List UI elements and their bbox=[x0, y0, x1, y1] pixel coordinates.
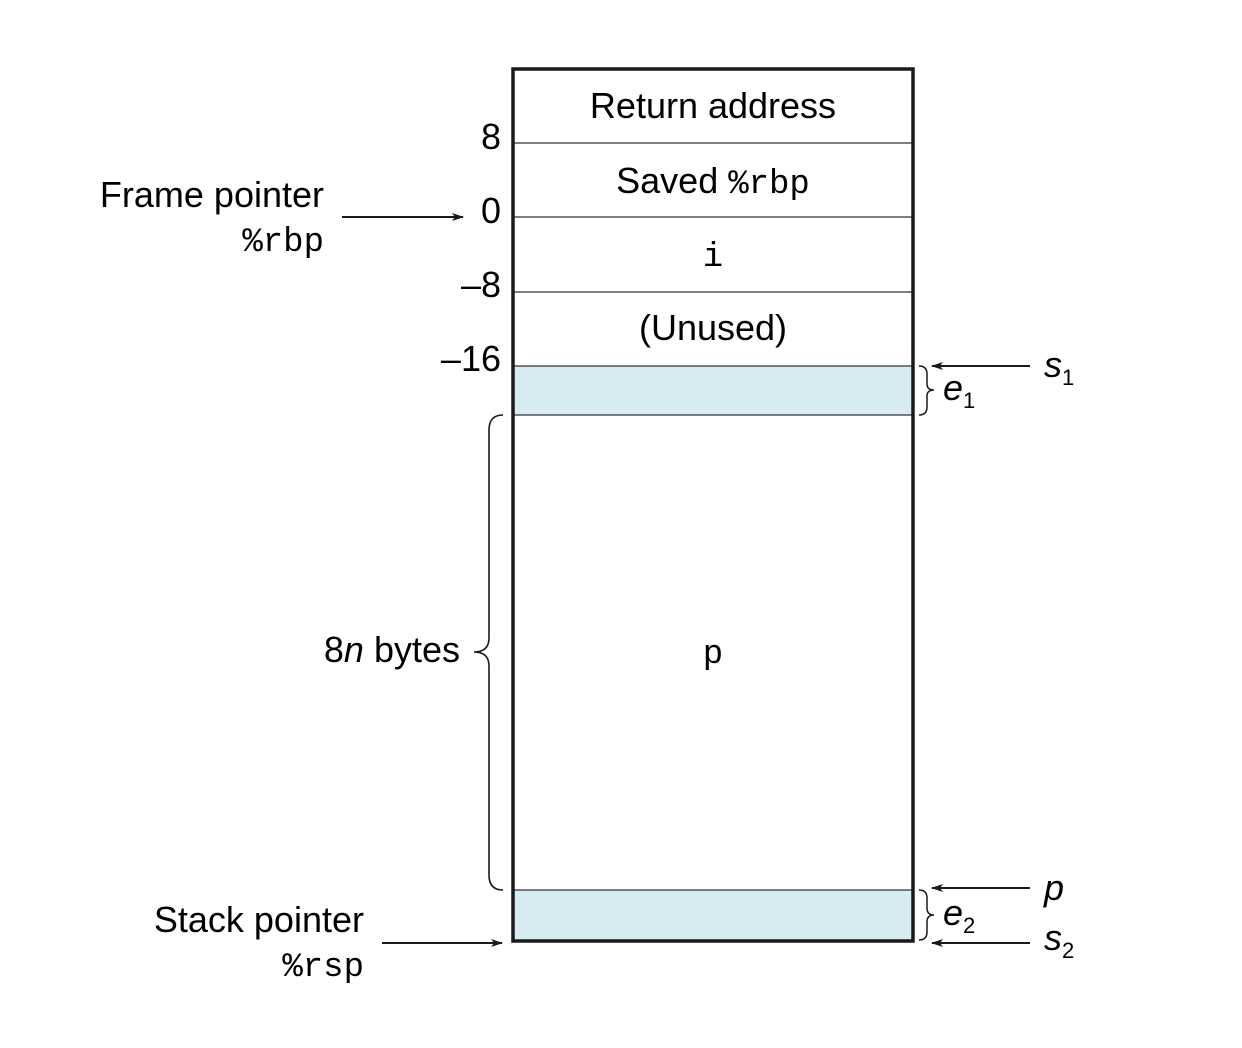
e2-label: e2 bbox=[943, 892, 975, 938]
frame-pointer-label: Frame pointer bbox=[100, 174, 324, 215]
padding-region-e2 bbox=[514, 890, 912, 940]
padding-region-e1 bbox=[514, 366, 912, 415]
offset-zero: 0 bbox=[481, 190, 501, 231]
stack-frame-box bbox=[511, 67, 915, 943]
cell-dividers bbox=[514, 142, 912, 891]
e1-label: e1 bbox=[943, 367, 975, 413]
cell-i: i bbox=[703, 239, 723, 277]
bytes-brace-label: 8n bytes bbox=[324, 629, 460, 670]
e2-brace bbox=[918, 889, 935, 941]
bytes-brace bbox=[473, 414, 504, 891]
e1-brace bbox=[918, 365, 935, 416]
offset-minus16: –16 bbox=[441, 338, 501, 379]
stack-pointer-register: %rsp bbox=[282, 949, 364, 987]
p-label: p bbox=[1043, 867, 1064, 908]
frame-pointer-register: %rbp bbox=[242, 224, 324, 262]
cell-saved-rbp: Saved %rbp bbox=[616, 160, 810, 204]
s2-label: s2 bbox=[1044, 917, 1074, 963]
cell-return-address: Return address bbox=[590, 85, 836, 126]
stack-pointer-label: Stack pointer bbox=[154, 899, 364, 940]
cell-p: p bbox=[703, 636, 723, 674]
offset-minus8: –8 bbox=[461, 264, 501, 305]
s1-label: s1 bbox=[1044, 344, 1074, 390]
offset-plus8: 8 bbox=[481, 116, 501, 157]
cell-unused: (Unused) bbox=[639, 307, 787, 348]
